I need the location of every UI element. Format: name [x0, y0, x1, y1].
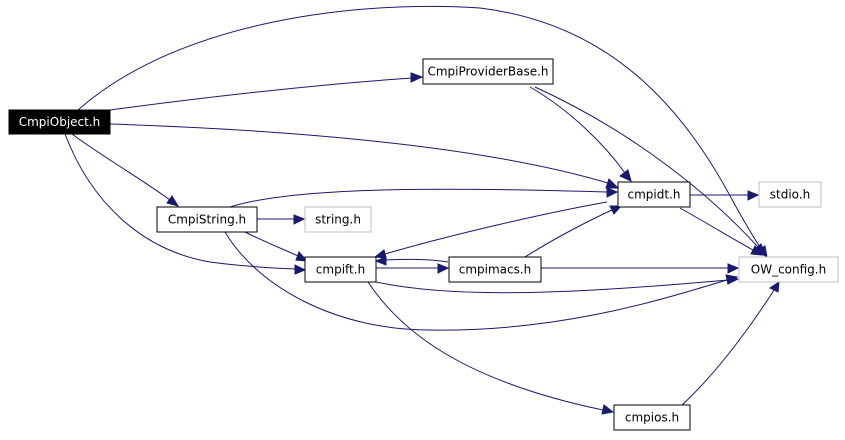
node-label: stdio.h: [770, 188, 810, 202]
edge-cmpift-to-cmpios: [367, 281, 604, 411]
edge-cmpiobject-to-cmpiproviderbase: [109, 77, 413, 111]
edge-cmpift-to-cmpidt: [384, 201, 608, 255]
edge-cmpiobject-to-owconfig: [77, 5, 763, 251]
node-box: [738, 256, 839, 283]
arrowhead: [769, 280, 780, 293]
arrowhead: [750, 245, 764, 256]
edge-cmpift-to-owconfig: [375, 279, 729, 294]
node-box: [758, 181, 822, 208]
arrowhead: [293, 214, 306, 225]
arrowhead: [295, 251, 309, 262]
node-box: [617, 181, 691, 208]
arrowhead: [609, 205, 623, 215]
node-cmpidt[interactable]: cmpidt.h: [617, 181, 691, 208]
edge-cmpistring-to-owconfig: [224, 231, 728, 331]
edge-cmpiproviderbase-to-cmpidt: [529, 86, 626, 174]
arrowhead: [601, 404, 615, 415]
edge-cmpimacs-to-cmpift: [384, 258, 449, 263]
node-box: [613, 404, 691, 431]
edge-cmpidt-to-owconfig: [679, 207, 754, 251]
node-cmpios[interactable]: cmpios.h: [613, 404, 691, 431]
arrowhead: [606, 187, 619, 198]
arrowhead: [374, 256, 387, 266]
arrowhead: [410, 72, 424, 83]
edge-cmpios-to-owconfig: [679, 289, 775, 408]
node-box: [8, 109, 111, 135]
node-cmpiobject[interactable]: CmpiObject.h: [8, 109, 111, 135]
node-label: CmpiObject.h: [19, 115, 101, 129]
arrowhead: [166, 195, 180, 207]
node-box: [156, 206, 258, 233]
edge-cmpistring-to-cmpidt: [229, 188, 608, 208]
arrowhead: [605, 178, 620, 189]
edge-cmpiobject-to-cmpistring: [71, 133, 171, 201]
node-box: [448, 256, 542, 283]
node-label: cmpimacs.h: [459, 263, 532, 277]
node-cmpiproviderbase[interactable]: CmpiProviderBase.h: [422, 58, 554, 85]
node-label: cmpift.h: [316, 263, 365, 277]
node-label: CmpiProviderBase.h: [427, 65, 548, 79]
arrowhead: [294, 264, 307, 275]
node-cmpift[interactable]: cmpift.h: [304, 256, 377, 283]
node-box: [304, 256, 377, 283]
node-stdio[interactable]: stdio.h: [758, 181, 822, 208]
arrowhead: [747, 190, 760, 201]
node-string[interactable]: string.h: [304, 206, 372, 233]
node-owconfig[interactable]: OW_config.h: [738, 256, 839, 283]
node-cmpistring[interactable]: CmpiString.h: [156, 206, 258, 233]
edge-cmpiobject-to-cmpidt: [109, 123, 609, 184]
edge-cmpimacs-to-cmpidt: [524, 209, 613, 258]
node-label: string.h: [315, 213, 361, 227]
node-cmpimacs[interactable]: cmpimacs.h: [448, 256, 542, 283]
arrowhead: [727, 263, 740, 274]
edge-cmpistring-to-cmpift: [244, 231, 299, 257]
edge-cmpiobject-to-cmpift: [64, 133, 296, 270]
node-box: [304, 206, 372, 233]
node-label: cmpidt.h: [628, 188, 681, 202]
node-box: [422, 58, 554, 85]
arrowhead: [373, 249, 387, 259]
node-label: cmpios.h: [625, 411, 679, 425]
edges: [64, 5, 780, 415]
arrowhead: [437, 263, 450, 274]
node-label: CmpiString.h: [168, 213, 246, 227]
edge-cmpiproviderbase-to-owconfig: [534, 86, 759, 248]
node-label: OW_config.h: [751, 263, 826, 277]
arrowhead: [619, 169, 632, 182]
arrowhead: [726, 275, 740, 285]
